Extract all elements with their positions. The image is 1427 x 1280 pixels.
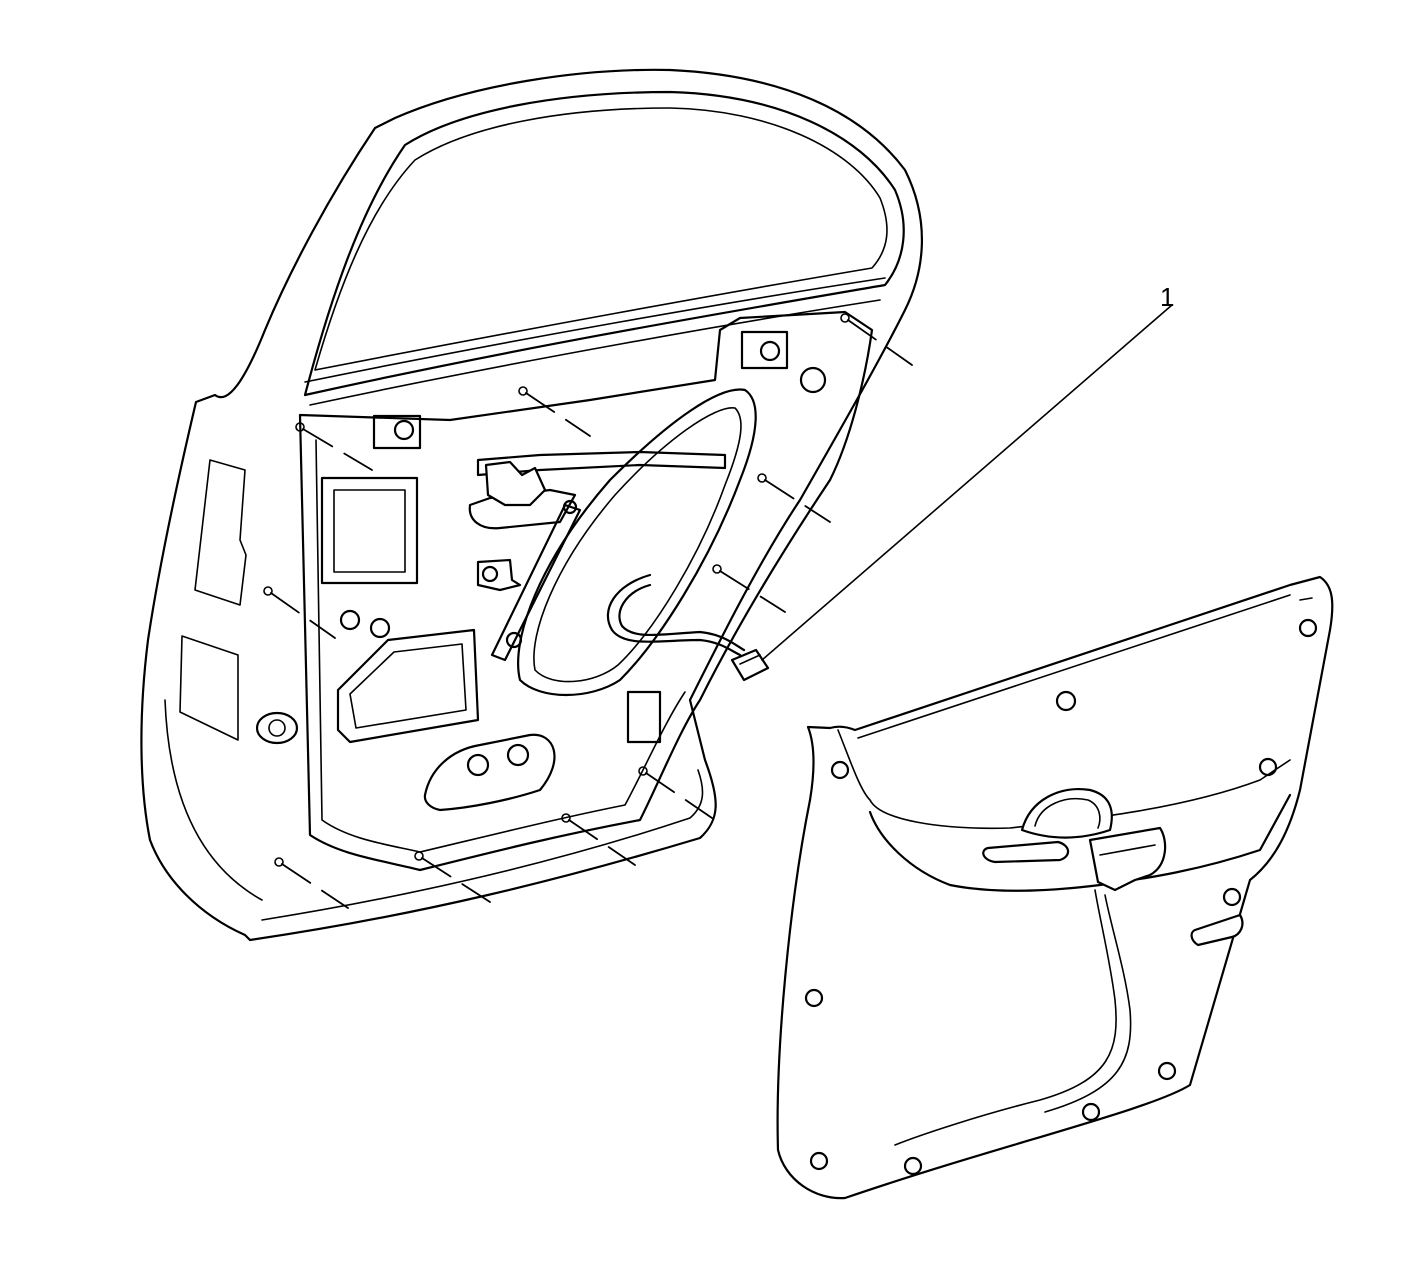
trim-clips xyxy=(804,618,1318,1176)
mounting-holes xyxy=(255,340,827,777)
wiring-harness-connector xyxy=(606,573,770,682)
callout-1: 1 xyxy=(761,282,1174,661)
callout-label: 1 xyxy=(1160,282,1174,312)
door-trim-panel xyxy=(776,575,1334,1200)
door-frame xyxy=(140,68,924,942)
fastener-guide-lines xyxy=(263,313,913,909)
